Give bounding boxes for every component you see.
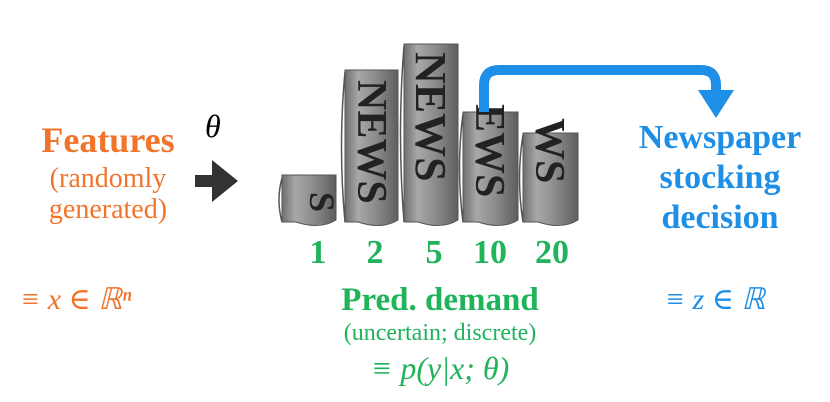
- newspaper-roll-10: EWS: [458, 104, 519, 226]
- decision-title: Newspaper stocking decision: [615, 118, 825, 238]
- decision-arrow: [479, 65, 734, 118]
- quantity-label-10: 10: [473, 234, 507, 271]
- svg-text:WS: WS: [526, 118, 572, 183]
- features-title: Features: [41, 120, 175, 160]
- theta-arrow: [195, 160, 238, 202]
- features-subtitle-line2: generated): [48, 194, 168, 225]
- demand-subtitle: (uncertain; discrete): [343, 320, 537, 346]
- decision-title-line3: decision: [661, 199, 779, 236]
- quantity-label-5: 5: [425, 234, 443, 271]
- decision-title-line1: Newspaper: [638, 119, 802, 156]
- decision-title-line2: stocking: [659, 159, 781, 196]
- svg-text:S: S: [302, 192, 342, 212]
- decision-equation: ≡ z ∈ ℝ: [664, 283, 766, 316]
- newspaper-roll-5: NEWS: [399, 43, 459, 226]
- features-subtitle: (randomly generated): [18, 163, 198, 225]
- quantity-label-2: 2: [366, 234, 384, 271]
- quantity-label-1: 1: [309, 234, 327, 271]
- theta-label: θ: [205, 108, 221, 144]
- svg-text:EWS: EWS: [466, 104, 512, 197]
- demand-equation: ≡ p(y|x; θ): [370, 350, 510, 386]
- newspaper-roll-1: S: [278, 174, 342, 226]
- features-equation: ≡ x ∈ ℝⁿ: [20, 283, 132, 316]
- demand-title: Pred. demand: [341, 282, 539, 318]
- newspaper-roll-20: WS: [518, 118, 579, 226]
- svg-text:NEWS: NEWS: [348, 80, 394, 204]
- quantity-label-20: 20: [535, 234, 569, 271]
- features-subtitle-line1: (randomly: [49, 163, 167, 194]
- newspaper-roll-2: NEWS: [340, 69, 399, 226]
- svg-text:NEWS: NEWS: [406, 52, 455, 182]
